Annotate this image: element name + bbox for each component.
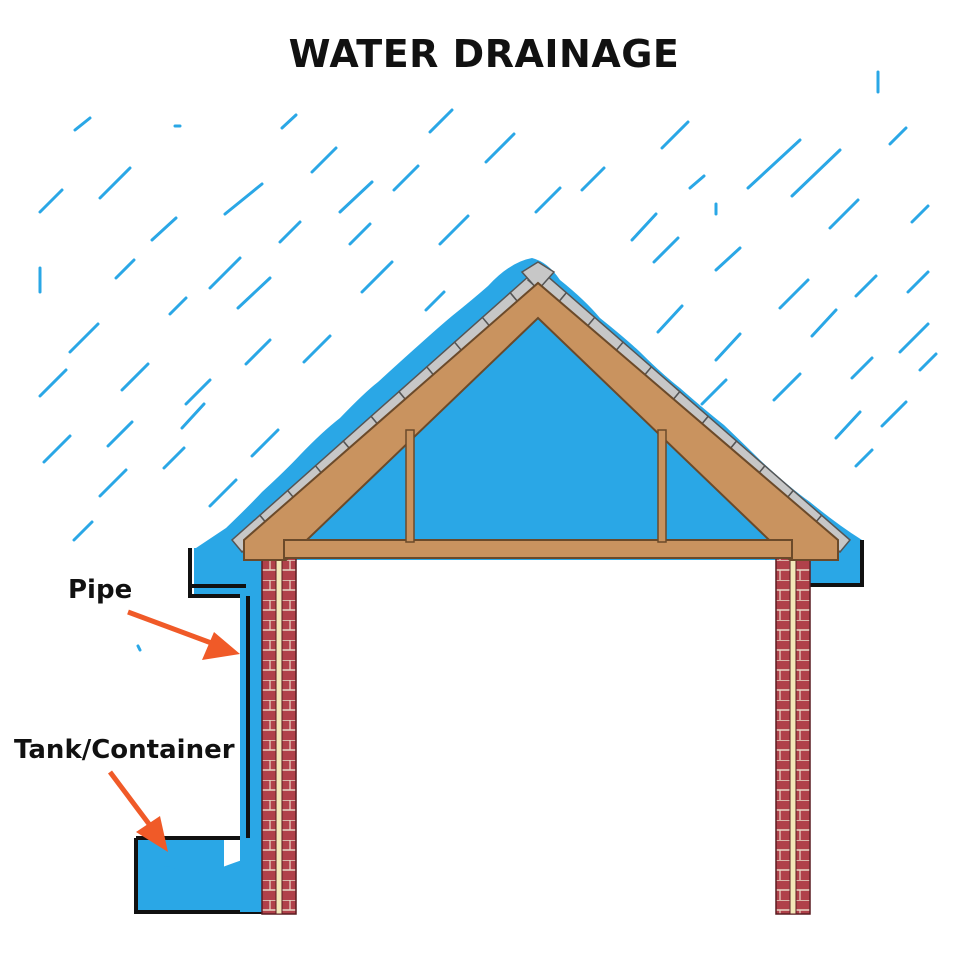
rain-streak-icon — [114, 258, 136, 280]
gutter-right-outline — [806, 540, 864, 587]
rain-streak-icon — [428, 108, 454, 134]
rain-streak-icon — [184, 378, 212, 406]
rain-streak-icon — [700, 378, 728, 406]
pointer-arrow-icon — [127, 609, 240, 660]
rain-streak-icon — [898, 322, 930, 354]
rain-streak-icon — [918, 352, 938, 372]
rain-streak-icon — [714, 332, 742, 362]
left-wall — [261, 555, 297, 915]
rain-streak-icon — [208, 478, 238, 508]
rain-streak-icon — [338, 180, 374, 214]
rain-streak-icon — [910, 204, 930, 224]
rain-streak-icon — [714, 246, 742, 272]
roof-water-layer — [196, 258, 862, 585]
rain-streak-icon — [484, 132, 516, 164]
rain-streak-icon — [168, 296, 188, 316]
rain-streak-icon — [850, 356, 874, 380]
ridge-tile — [520, 261, 556, 292]
rain-streak-icon — [42, 434, 72, 464]
roof-truss — [243, 281, 839, 561]
pipe-label: Pipe — [68, 575, 132, 605]
tank-label: Tank/Container — [14, 735, 235, 765]
rain-streak-icon — [38, 70, 938, 652]
rain-streak-icon — [162, 446, 186, 470]
rain-streak-icon — [660, 120, 690, 150]
rain-streak-icon — [250, 428, 280, 458]
rain-streak-icon — [828, 198, 860, 230]
rain-streak-icon — [244, 338, 272, 366]
gutter-left-outline — [188, 548, 246, 588]
rain-streak-icon — [280, 113, 298, 130]
rain-streak-icon — [656, 304, 684, 334]
rain-streak-icon — [38, 368, 68, 398]
rain-streak-icon — [778, 278, 810, 310]
rain-streak-icon — [688, 174, 706, 190]
rain-streak-icon — [790, 148, 842, 198]
rain-streak-icon — [424, 290, 446, 312]
rain-streak-icon — [810, 308, 838, 338]
rain-streak-icon — [906, 270, 930, 294]
rain-streak-icon — [72, 520, 94, 542]
rain-streak-icon — [438, 214, 470, 246]
rain-streak-icon — [772, 372, 802, 402]
rain-streak-icon — [208, 256, 242, 290]
rain-streak-icon — [534, 186, 562, 214]
diagram-title: WATER DRAINAGE — [289, 32, 680, 76]
downpipe — [240, 556, 262, 912]
rain-streak-icon — [310, 146, 338, 174]
rain-streak-icon — [834, 410, 862, 440]
rain-streak-icon — [150, 216, 178, 242]
rain-streak-icon — [278, 220, 302, 244]
rain-streak-icon — [630, 212, 658, 242]
rain-streak-icon — [106, 420, 134, 448]
rain-streak-icon — [854, 448, 874, 468]
rain-streak-icon — [302, 334, 332, 364]
rain-streak-icon — [360, 260, 394, 294]
rain-streak-icon — [880, 400, 908, 428]
rain-streak-icon — [392, 164, 420, 192]
rain-streak-icon — [746, 138, 802, 190]
rain-streak-icon — [236, 276, 272, 310]
rain-streak-icon — [38, 188, 64, 214]
rain-streak-icon — [98, 166, 132, 200]
pointer-arrow-icon — [108, 770, 168, 852]
rain-streak-icon — [68, 322, 100, 354]
rain-streak-icon — [136, 644, 142, 652]
rain-streak-icon — [888, 126, 908, 146]
rain-streak-icon — [348, 222, 372, 246]
rain-streak-icon — [652, 236, 680, 264]
rain-streak-icon — [223, 182, 264, 216]
rain-streak-icon — [580, 166, 606, 192]
rain-streak-icon — [98, 468, 128, 498]
rain-streak-icon — [73, 116, 92, 132]
right-wall — [775, 555, 811, 915]
rain-streak-icon — [854, 274, 878, 298]
rain-streak-icon — [180, 402, 206, 430]
rain-streak-icon — [120, 362, 150, 392]
